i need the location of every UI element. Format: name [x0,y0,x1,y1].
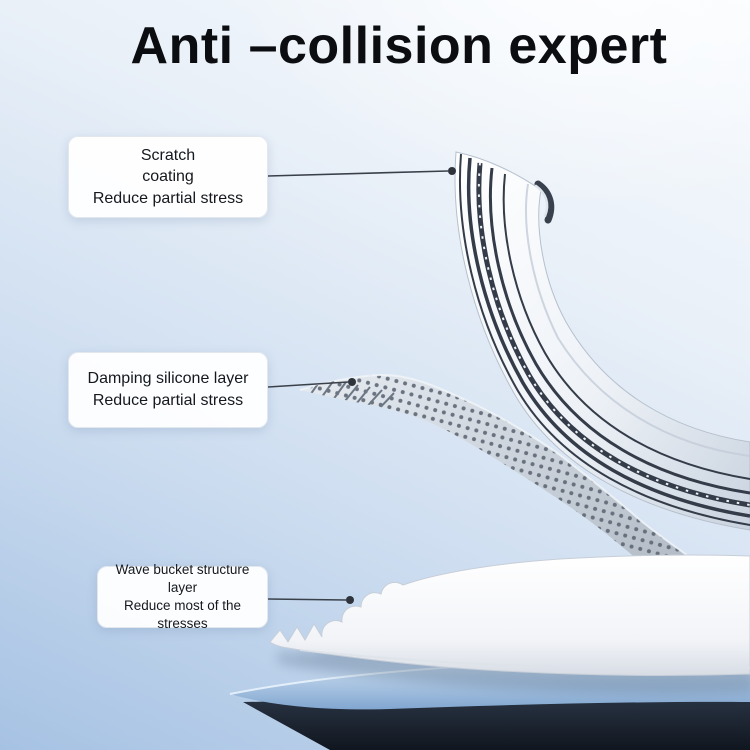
callout-scratch-coating: Scratch coating Reduce partial stress [68,136,268,218]
callout-wave-bucket-structure-layer: Wave bucket structure layer Reduce most … [97,562,268,631]
leader-dot-damping-silicone [348,378,356,386]
leader-dot-wave-bucket [346,596,354,604]
callout-text-line: Reduce partial stress [92,392,244,409]
case-lip-hook [534,180,555,224]
leader-line-damping-silicone [267,381,349,388]
callout-text-line: Scratch [140,146,196,164]
leader-line-scratch-coating [267,170,449,177]
callout-damping-silicone-layer: Damping silicone layer Reduce partial st… [68,352,268,428]
leader-line-wave-bucket [267,598,347,601]
scratch-coating-layer [454,151,750,531]
page-title: Anti –collision expert [130,17,668,75]
callout-text-line: Reduce most of the stresses [123,598,242,632]
leader-dot-scratch-coating [448,167,456,175]
callout-text-line: Damping silicone layer [87,370,249,388]
leader-dots [346,167,456,604]
callout-text-line: Wave bucket structure layer [115,561,250,595]
leader-lines [267,170,449,601]
wave-bucket-structure-layer [269,554,750,676]
callout-text-line: Reduce partial stress [92,189,244,207]
callout-text-line: coating [142,168,194,186]
